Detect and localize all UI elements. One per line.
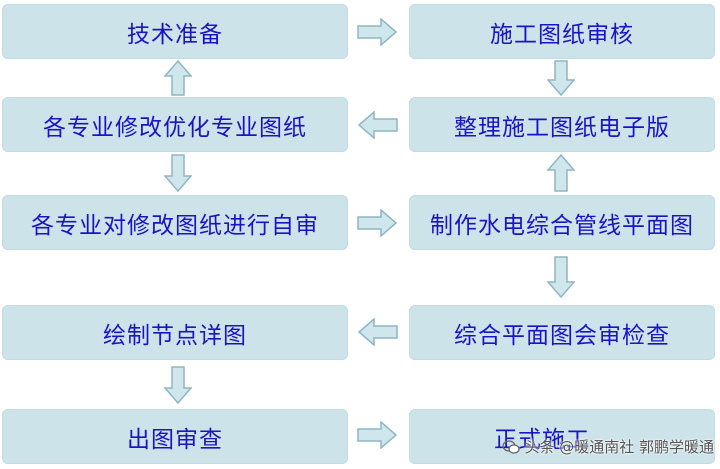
step-issue-review-label: 出图审查	[127, 426, 223, 453]
step-modify-optimize: 各专业修改优化专业图纸	[2, 97, 348, 152]
arrow-down-1-icon	[547, 60, 575, 96]
arrow-left-2-icon	[358, 318, 398, 346]
arrow-left-1-icon	[358, 111, 398, 139]
arrow-right-1-icon	[357, 18, 397, 46]
step-organize-electronic: 整理施工图纸电子版	[409, 97, 715, 152]
step-joint-review-label: 综合平面图会审检查	[454, 322, 670, 349]
step-issue-review: 出图审查	[2, 409, 348, 464]
step-formal-construction: 正式施工	[409, 409, 715, 464]
step-drawing-review-label: 施工图纸审核	[490, 21, 634, 48]
arrow-down-4-icon	[164, 366, 192, 404]
step-self-review-label: 各专业对修改图纸进行自审	[31, 212, 319, 239]
arrow-right-3-icon	[357, 421, 397, 449]
step-node-details: 绘制节点详图	[2, 305, 348, 360]
arrow-down-3-icon	[547, 256, 575, 298]
step-make-plan-label: 制作水电综合管线平面图	[430, 212, 694, 239]
watermark-text: 头条 @暖通南社 郭鹏学暖通	[524, 438, 714, 456]
step-node-details-label: 绘制节点详图	[103, 322, 247, 349]
watermark: 头条 @暖通南社 郭鹏学暖通	[502, 436, 714, 457]
step-joint-review: 综合平面图会审检查	[409, 305, 715, 360]
step-modify-optimize-label: 各专业修改优化专业图纸	[43, 114, 307, 141]
step-tech-prep: 技术准备	[2, 4, 348, 59]
step-organize-electronic-label: 整理施工图纸电子版	[454, 114, 670, 141]
wechat-icon	[502, 439, 521, 454]
arrow-up-2-icon	[547, 154, 575, 192]
arrow-right-2-icon	[357, 209, 397, 237]
arrow-up-1-icon	[164, 60, 192, 96]
arrow-down-2-icon	[164, 154, 192, 192]
step-drawing-review: 施工图纸审核	[409, 4, 715, 59]
step-tech-prep-label: 技术准备	[127, 21, 223, 48]
step-make-plan: 制作水电综合管线平面图	[409, 195, 715, 250]
step-self-review: 各专业对修改图纸进行自审	[2, 195, 348, 250]
